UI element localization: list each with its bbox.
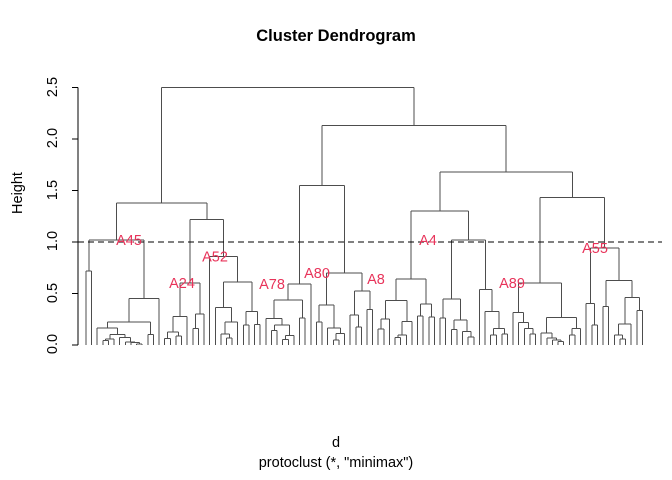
prototype-label-a89: A89 [499,276,525,292]
prototype-label-a8: A8 [367,272,385,288]
y-axis [72,86,79,346]
x-axis-label: d [331,435,341,451]
prototype-label-a78: A78 [259,277,285,293]
prototype-label-a45: A45 [116,233,142,249]
x-axis-subtitle: protoclust (*, "minimax") [258,455,414,471]
prototype-label-a52: A52 [202,249,228,265]
dendrogram-tree [85,87,643,345]
page-title: Cluster Dendrogram [256,27,416,45]
prototype-label-a80: A80 [304,266,330,282]
prototype-label-a55: A55 [582,241,608,257]
prototype-label-a4: A4 [419,233,437,249]
prototype-label-a24: A24 [169,276,195,292]
